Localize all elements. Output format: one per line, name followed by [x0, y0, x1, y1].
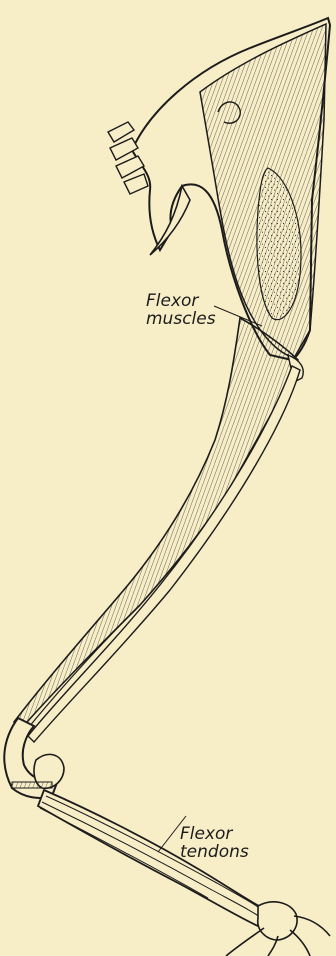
- pelvis-and-thigh: [108, 18, 330, 360]
- foot-joint: [258, 902, 297, 940]
- ankle-cartilage: [12, 782, 52, 788]
- flexor-muscle-belly: [14, 318, 298, 730]
- flexor-tendons-label: Flexor tendons: [180, 825, 249, 861]
- flexor-muscles-label: Flexor muscles: [146, 292, 216, 328]
- toe-3: [290, 930, 310, 956]
- shank: [12, 318, 303, 748]
- toe-4: [294, 916, 330, 936]
- flexor-muscles-label-line1: Flexor: [146, 292, 216, 310]
- vertebra-4: [124, 174, 148, 194]
- vertebra-3: [116, 156, 144, 178]
- flexor-tendons-label-line1: Flexor: [180, 825, 249, 843]
- flexor-tendons-label-line2: tendons: [180, 843, 249, 861]
- flexor-muscles-label-line2: muscles: [146, 310, 216, 328]
- toe-1: [226, 928, 264, 956]
